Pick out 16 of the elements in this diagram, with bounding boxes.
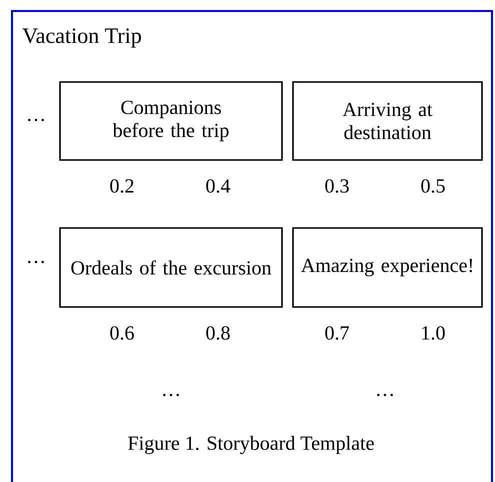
score-value: 0.6 [110, 326, 134, 340]
score-value: 0.8 [206, 326, 230, 340]
storyboard-box: Companions before the trip [59, 81, 283, 161]
score-value: 0.3 [325, 179, 349, 193]
storyboard-box: Ordeals of the excursion [59, 227, 283, 308]
score-value: 0.4 [206, 179, 230, 193]
storyboard-box: Arriving at destination [292, 81, 483, 161]
title: Vacation Trip [22, 28, 141, 48]
caption: Figure 1. Storyboard Template [128, 436, 374, 454]
storyboard-box: Amazing experience! [292, 227, 483, 308]
score-value: 0.2 [110, 179, 134, 193]
score-value: 0.5 [421, 179, 445, 193]
score-value: 1.0 [422, 326, 445, 340]
ellipsis: … [377, 394, 393, 396]
score-value: 0.7 [325, 326, 349, 340]
ellipsis: … [163, 394, 179, 396]
